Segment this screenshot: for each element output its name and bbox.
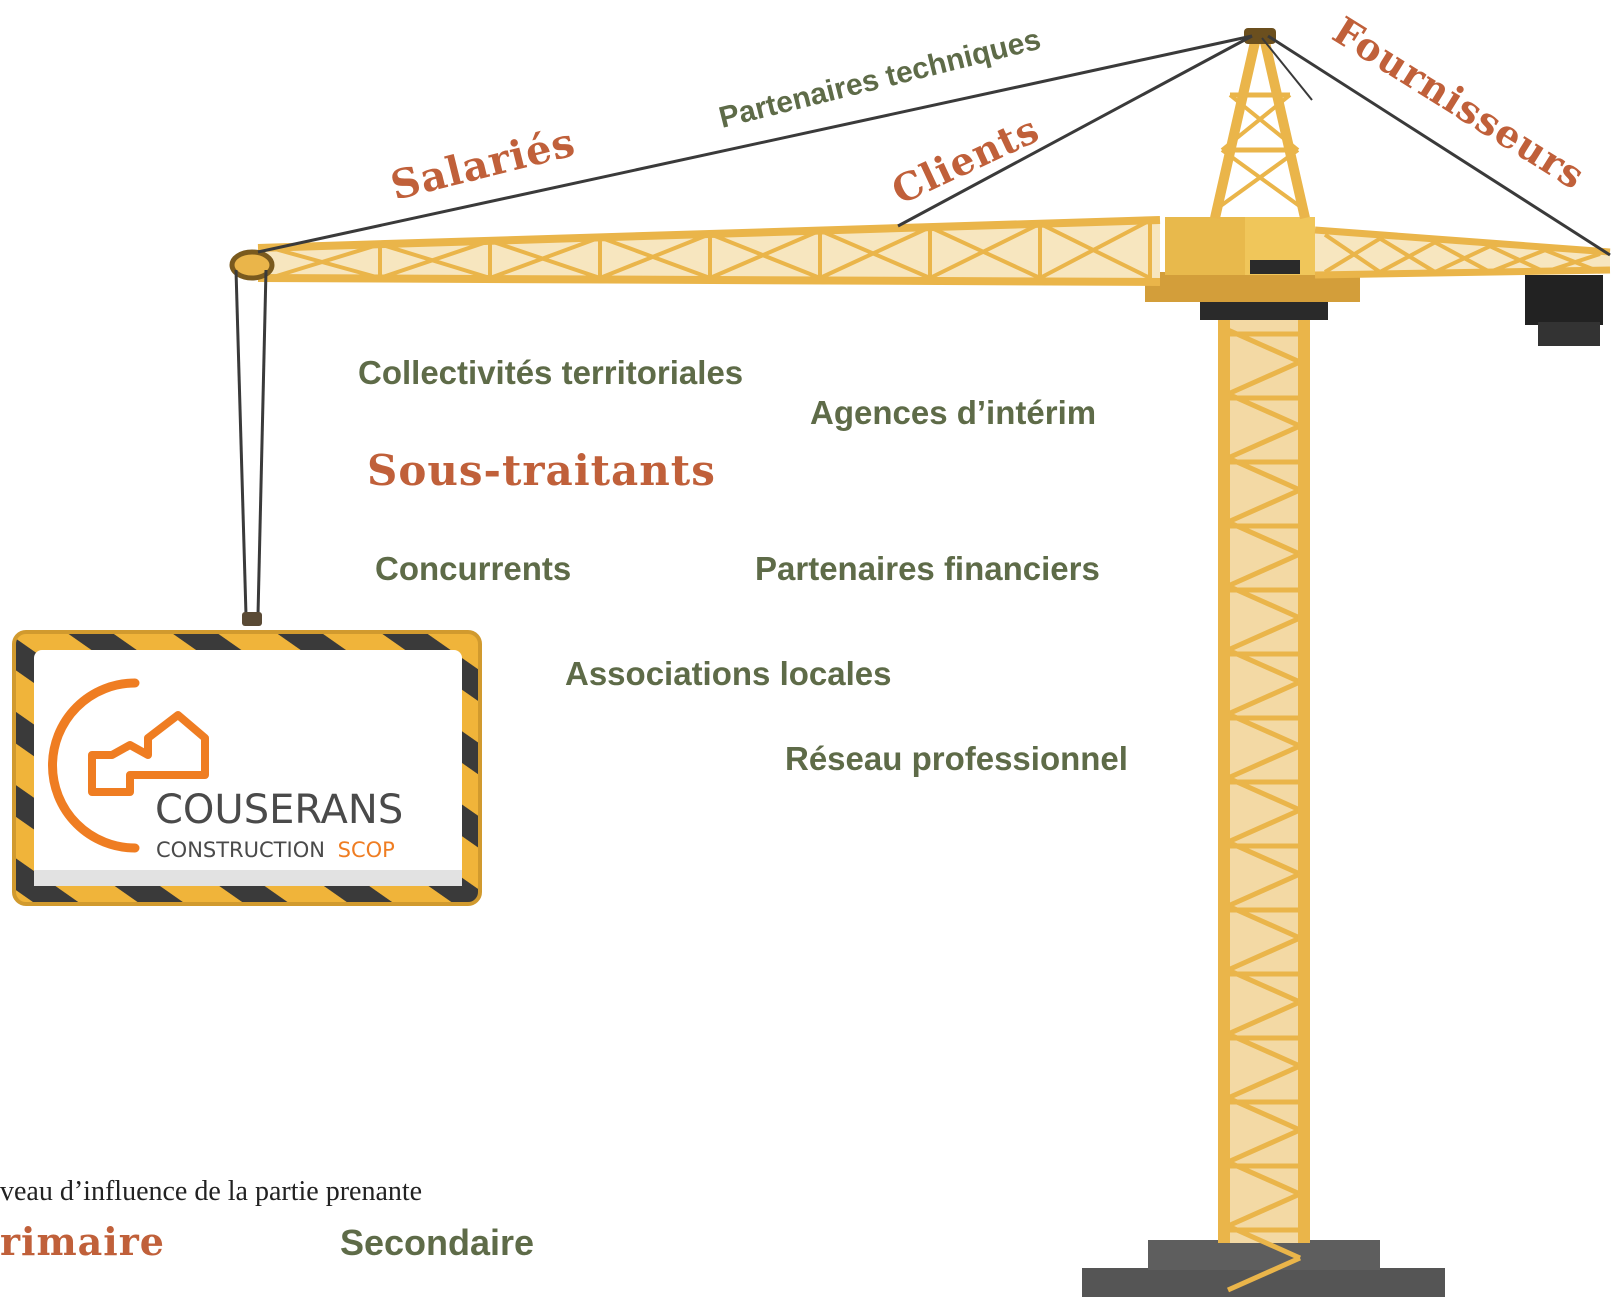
crane-jib — [257, 216, 1161, 286]
hanging-sign: COUSERANS CONSTRUCTION SCOP — [12, 630, 482, 906]
house-icon — [88, 711, 209, 796]
label-salaries: Salariés — [386, 119, 580, 210]
label-associations: Associations locales — [565, 655, 891, 692]
legend-secondary: Secondaire — [340, 1222, 534, 1263]
crane-peak-cap — [1244, 28, 1276, 44]
label-collectivites: Collectivités territoriales — [358, 354, 743, 391]
crane-base-top — [1148, 1240, 1380, 1270]
label-partenaires-financiers: Partenaires financiers — [755, 550, 1100, 587]
crane-cab-bottom — [1200, 298, 1328, 320]
jib-pulley — [229, 249, 275, 281]
logo-arc-icon — [48, 678, 140, 853]
label-sous-traitants: Sous-traitants — [367, 446, 716, 495]
legend-title: veau d’influence de la partie prenante — [0, 1176, 422, 1207]
logo-name: COUSERANS — [155, 787, 403, 833]
crane-counterweight — [1525, 275, 1603, 325]
stakeholder-labels: Salariés Partenaires techniques Clients … — [358, 7, 1593, 777]
label-concurrents: Concurrents — [375, 550, 571, 587]
label-fournisseurs: Fournisseurs — [1325, 7, 1593, 198]
legend-primary: rimaire — [0, 1219, 165, 1264]
label-agences-interim: Agences d’intérim — [810, 394, 1096, 431]
crane-cables — [257, 34, 1611, 257]
crane-mast — [1218, 318, 1310, 1293]
crane-counter-jib — [1314, 226, 1611, 346]
logo-subtitle: CONSTRUCTION SCOP — [156, 838, 395, 862]
legend: veau d’influence de la partie prenante r… — [0, 1176, 534, 1264]
crane-peak — [1210, 40, 1310, 220]
label-reseau: Réseau professionnel — [785, 740, 1128, 777]
hook-block — [242, 612, 262, 626]
hoist-rope — [234, 269, 268, 616]
company-logo: COUSERANS CONSTRUCTION SCOP — [48, 678, 403, 862]
crane-cab — [1165, 217, 1245, 275]
tower-crane — [229, 28, 1611, 1297]
